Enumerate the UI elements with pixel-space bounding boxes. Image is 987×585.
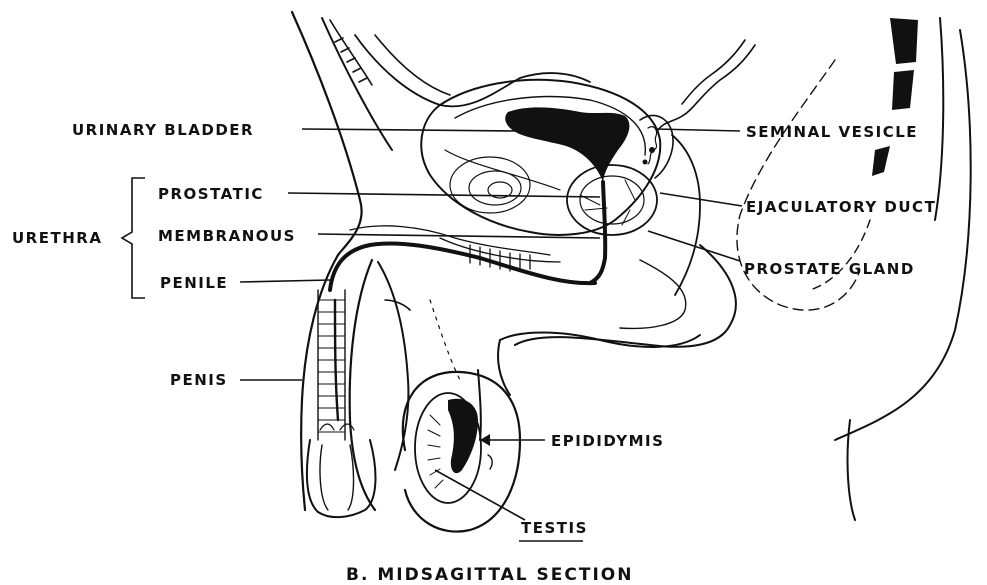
caption: B. MIDSAGITTAL SECTION <box>346 565 633 585</box>
label-membranous: MEMBRANOUS <box>158 227 296 245</box>
vas-deferens <box>658 45 755 130</box>
label-ejaculatory-duct: EJACULATORY DUCT <box>746 198 936 216</box>
rectum-wall <box>672 135 700 295</box>
leader-urinary-bladder <box>302 129 520 131</box>
scrotal-septum <box>430 300 460 380</box>
label-epididymis: EPIDIDYMIS <box>551 432 664 450</box>
perineum-curve <box>515 245 736 347</box>
label-urethra: URETHRA <box>12 229 102 247</box>
pubic-bone <box>330 20 372 85</box>
detrusor-muscle <box>445 150 560 213</box>
label-seminal-vesicle: SEMINAL VESICLE <box>746 123 918 141</box>
peritoneum-line <box>355 35 590 106</box>
bladder-wall <box>421 80 660 235</box>
label-penile: PENILE <box>160 274 228 292</box>
urethra-bracket <box>122 178 145 298</box>
leader-prostatic <box>288 193 600 197</box>
label-testis: TESTIS <box>521 519 588 537</box>
leader-ejaculatory-duct <box>660 193 742 206</box>
prostate <box>567 165 657 235</box>
label-urinary-bladder: URINARY BLADDER <box>72 121 254 139</box>
peritoneum-inner <box>375 35 450 95</box>
vas-deferens-wall <box>682 40 745 104</box>
labels: URINARY BLADDER SEMINAL VESICLE PROSTATI… <box>12 121 936 585</box>
leader-seminal-vesicle <box>655 129 740 131</box>
leader-testis <box>435 470 525 520</box>
rectum-dashed-inner <box>810 220 870 290</box>
testis-drawing <box>415 370 492 503</box>
buttock-outline <box>848 420 855 520</box>
sacrum <box>872 18 943 220</box>
abdominal-wall-outline <box>292 12 362 255</box>
label-prostatic: PROSTATIC <box>158 185 264 203</box>
label-penis: PENIS <box>170 371 228 389</box>
leader-penile <box>240 280 330 282</box>
label-prostate-gland: PROSTATE GLAND <box>744 260 915 278</box>
leader-prostate-gland <box>648 231 740 261</box>
penis-shaft <box>301 255 375 517</box>
